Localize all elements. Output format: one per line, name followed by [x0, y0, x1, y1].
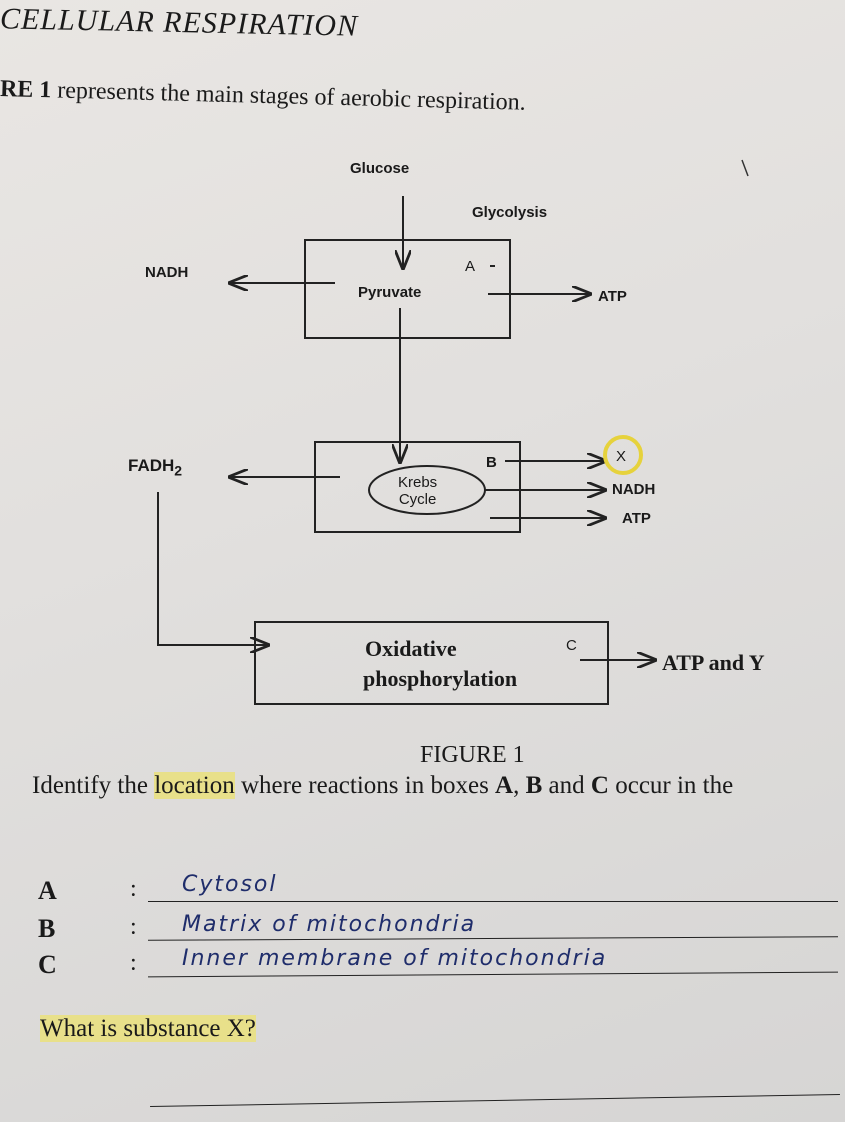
answer-text-b: Matrix of mitochondria [182, 912, 477, 937]
atp-mid-label: ATP [622, 510, 651, 527]
answer-letter-c: C [38, 950, 57, 979]
pyruvate-label: Pyruvate [358, 284, 422, 301]
glycolysis-label: Glycolysis [472, 204, 548, 221]
krebs-cycle-ring [368, 465, 486, 515]
x-label: X [616, 448, 627, 465]
nadh-right-label: NADH [612, 481, 656, 498]
pen-mark [741, 159, 749, 177]
answer-colon-a: : [130, 876, 137, 902]
fadh-subscript: 2 [174, 462, 183, 479]
box-b [314, 441, 521, 533]
oxidative-label-2: phosphorylation [363, 666, 518, 691]
answer-colon-b: : [130, 914, 137, 940]
label-a: A [465, 258, 476, 275]
answer-colon-c: : [130, 950, 137, 976]
oxidative-label-1: Oxidative [365, 636, 457, 661]
atp-and-y-label: ATP and Y [662, 650, 765, 675]
figure-caption: FIGURE 1 [420, 742, 525, 768]
question-substance-x: What is substance X? [40, 1015, 256, 1042]
box-c [254, 621, 609, 705]
answer-text-c: Inner membrane of mitochondria [182, 946, 608, 971]
question-highlight: location [154, 772, 235, 799]
answer-letter-b: B [38, 914, 56, 943]
glucose-label: Glucose [350, 160, 410, 177]
label-c: C [566, 637, 577, 654]
atp-top-label: ATP [598, 288, 627, 305]
answer-text-a: Cytosol [182, 872, 278, 897]
answer-line-a [148, 901, 838, 902]
nadh-left-label: NADH [145, 264, 189, 281]
answer-letter-a: A [38, 876, 57, 905]
label-b: B [486, 454, 497, 471]
question-identify: Identify the location where reactions in… [32, 772, 734, 799]
x-highlight-circle [603, 435, 643, 475]
fadh-label: FADH2 [128, 456, 183, 479]
box-a [304, 239, 511, 339]
